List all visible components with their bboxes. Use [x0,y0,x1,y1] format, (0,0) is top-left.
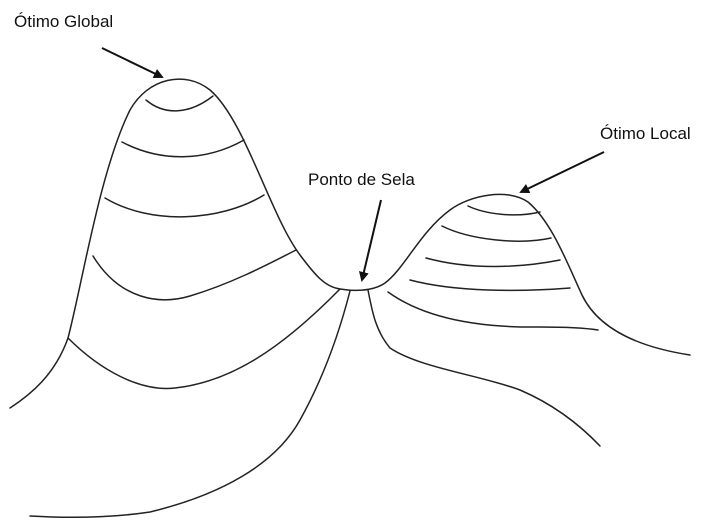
contour-line [425,257,561,268]
contour-line [104,194,265,218]
slope-right-line [367,289,601,447]
saddle-point-label: Ponto de Sela [308,170,415,189]
contour-line [409,279,571,292]
global-peak-contours [67,95,341,390]
contour-line [387,291,599,331]
contour-line [67,288,341,390]
slope-left-line [29,290,351,518]
local-peak-contours [387,205,599,331]
contour-line [441,225,552,242]
contour-line [121,139,245,158]
contour-line [467,205,541,216]
saddle-point-arrow [358,199,382,282]
global-optimum-arrow [101,47,164,79]
local-optimum-arrow [519,151,605,194]
landscape-outline [9,78,691,409]
contour-line [145,95,214,112]
contour-line [92,249,297,301]
local-optimum-label: Ótimo Local [600,124,691,143]
global-optimum-label: Ótimo Global [14,12,113,31]
